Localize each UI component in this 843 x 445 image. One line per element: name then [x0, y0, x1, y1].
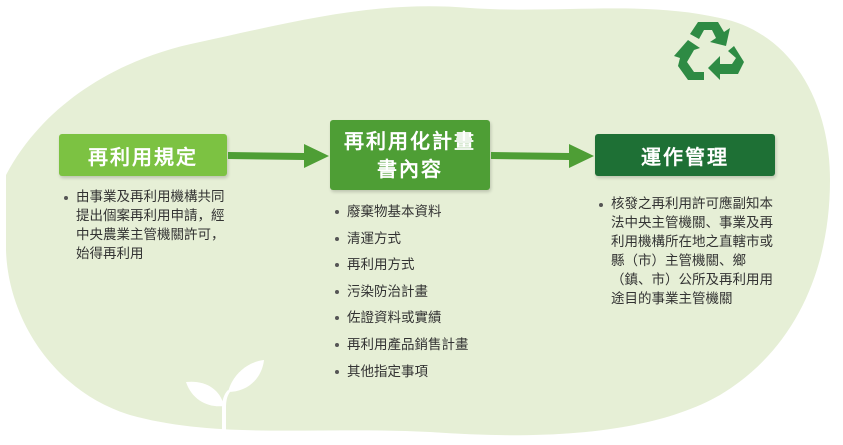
step-2-title-line1: 再利用化計畫	[344, 129, 476, 153]
step-3-box: 運作管理	[595, 134, 775, 176]
list-item: 再利用方式	[333, 256, 513, 274]
list-item: 清運方式	[333, 230, 513, 248]
step-3-text: 核發之再利用許可應副知本法中央主管機關、事業及再利用機構所在地之直轄市或縣（市）…	[597, 195, 775, 309]
arrow-1	[228, 144, 329, 168]
list-item: 再利用產品銷售計畫	[333, 336, 513, 354]
step-3-description: 核發之再利用許可應副知本法中央主管機關、事業及再利用機構所在地之直轄市或縣（市）…	[597, 195, 775, 309]
list-item: 其他指定事項	[333, 363, 513, 381]
list-item: 污染防治計畫	[333, 283, 513, 301]
step-2-title-line2: 書內容	[377, 157, 443, 181]
step-3-title: 運作管理	[641, 144, 729, 169]
step-1-text: 由事業及再利用機構共同提出個案再利用申請，經中央農業主管機關許可，始得再利用	[62, 188, 230, 264]
list-item: 廢棄物基本資料	[333, 203, 513, 221]
step-1-box: 再利用規定	[59, 134, 227, 176]
list-item: 佐證資料或實績	[333, 309, 513, 327]
step-2-box: 再利用化計畫 書內容	[330, 120, 490, 190]
step-2-list: 廢棄物基本資料 清運方式 再利用方式 污染防治計畫 佐證資料或實績 再利用產品銷…	[333, 203, 513, 389]
recycle-icon	[674, 22, 744, 80]
sprout-icon	[186, 360, 264, 445]
step-1-description: 由事業及再利用機構共同提出個案再利用申請，經中央農業主管機關許可，始得再利用	[62, 188, 230, 264]
arrow-2	[491, 144, 594, 168]
step-1-title: 再利用規定	[88, 144, 198, 169]
